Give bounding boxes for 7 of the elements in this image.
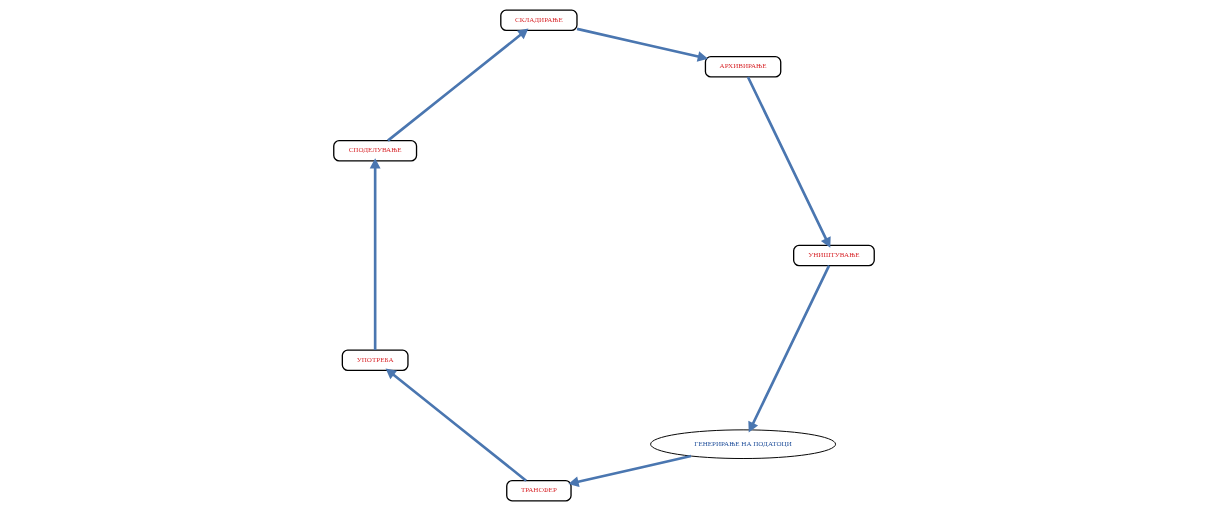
arrow (385, 368, 527, 482)
arrow (576, 27, 709, 62)
arrow (746, 76, 831, 248)
arrow (568, 454, 692, 488)
arrow (369, 158, 381, 350)
arrow (387, 28, 529, 142)
arrow (748, 265, 831, 433)
